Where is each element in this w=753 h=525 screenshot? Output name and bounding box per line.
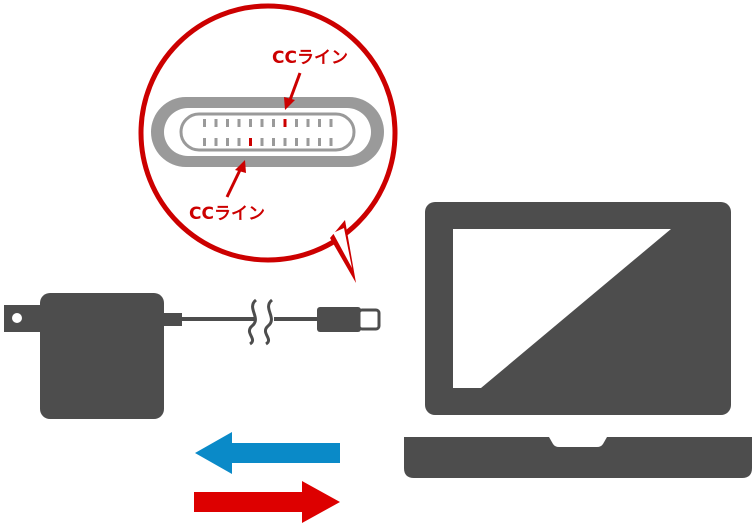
adapter-body [40,293,164,419]
connector-pin [272,138,275,146]
cc-line-label-bottom: CCライン [189,204,265,224]
usb-c-plug-tip [357,308,381,331]
magnifier-callout: CCライン CCライン [138,3,398,283]
laptop-base [404,437,752,478]
connector-pin [214,138,218,146]
laptop-trackpad-notch [549,437,607,447]
ac-adapter-icon [4,293,182,419]
connector-pin [318,138,321,146]
laptop-screen-glare [453,229,671,388]
connector-pin [203,138,206,146]
laptop-icon [404,202,752,478]
connector-pin [329,119,333,127]
connector-pin [306,138,310,146]
connector-pin [295,119,298,127]
cc-pin-bottom [249,138,252,146]
arrow-left-blue [195,432,340,474]
connector-pin [318,119,321,127]
connector-pin [306,119,310,127]
cc-pin-top [283,119,287,127]
arrow-right-red [194,481,340,523]
cc-line-pointer-bottom [225,160,246,198]
connector-pin [226,119,229,127]
connector-pins-bottom [203,138,333,146]
plug-prong [4,305,44,332]
usb-c-port-icon [151,97,384,167]
usb-c-cable-icon [180,298,381,346]
connector-pin [260,119,264,127]
connector-pin [237,138,241,146]
connector-pin [260,138,264,146]
connector-pin [226,138,229,146]
connector-pin [283,138,287,146]
connector-pin [237,119,241,127]
cable-break-mark [247,298,258,346]
connector-pin [329,138,333,146]
connector-pin [203,119,206,127]
connector-pin [295,138,298,146]
connector-pin [272,119,275,127]
cc-line-pointer-top [284,72,302,110]
connector-pin [249,119,252,127]
connector-pins-top [203,119,333,127]
cc-line-label-top: CCライン [272,48,348,68]
usb-c-plug-body [317,307,361,332]
connector-pin [214,119,218,127]
